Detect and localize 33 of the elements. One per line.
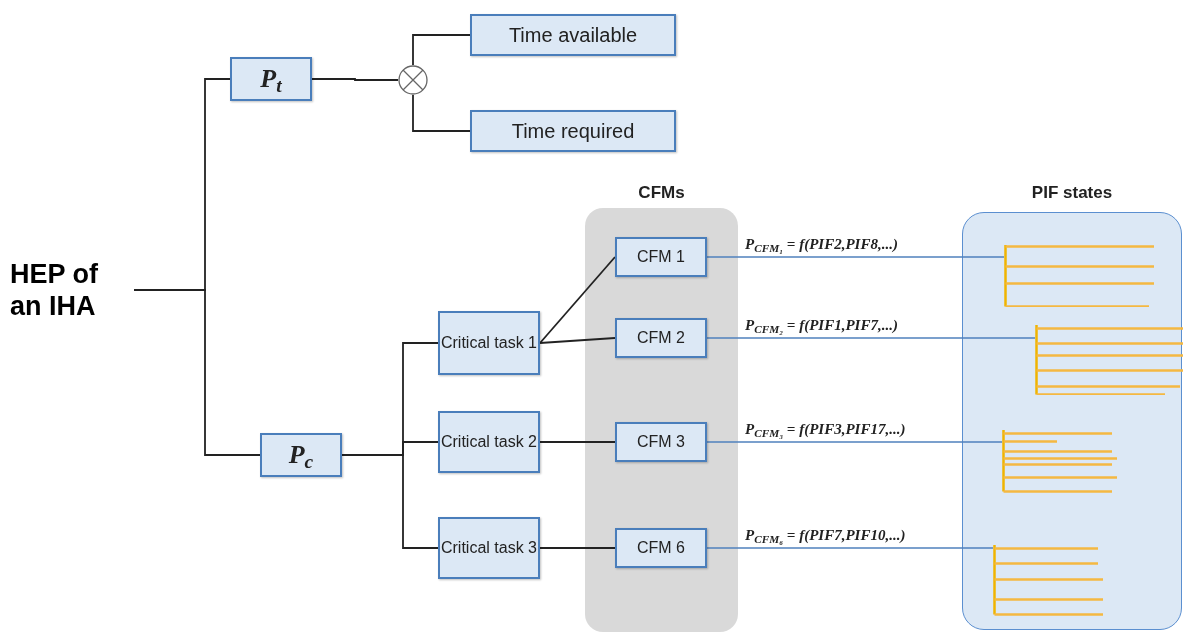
process-box: CFM 2 <box>615 318 707 358</box>
connector-line <box>311 78 399 81</box>
root-label: HEP of an IHA <box>10 258 134 322</box>
process-box: CFM 3 <box>615 422 707 462</box>
edge-label: P$_{CFM₃}$ = f(PIF3,PIF17,...) <box>745 420 906 438</box>
connector-line <box>341 454 439 549</box>
branch-lines-drawing <box>1035 325 1185 395</box>
process-box: Time required <box>470 110 676 152</box>
probability-box: P$_{t}$ <box>230 57 312 101</box>
connector-line <box>539 337 616 344</box>
edge-label: P$_{CFM₁}$ = f(PIF2,PIF8,...) <box>745 235 898 253</box>
group-heading: CFMs <box>637 182 686 204</box>
connector-line <box>539 256 616 344</box>
connector-line <box>706 441 1003 443</box>
process-box: Critical task 2 <box>438 411 540 473</box>
process-box: CFM 6 <box>615 528 707 568</box>
connector-line <box>539 547 616 549</box>
connector-line <box>412 34 471 66</box>
connector-line <box>412 94 471 132</box>
multiplication-circle <box>398 65 428 95</box>
group-heading: PIF states <box>1030 182 1114 204</box>
connector-line <box>706 256 1005 258</box>
edge-label: P$_{CFM₆}$ = f(PIF7,PIF10,...) <box>745 526 906 544</box>
edge-label: P$_{CFM₂}$ = f(PIF1,PIF7,...) <box>745 316 898 334</box>
connector-line <box>706 337 1036 339</box>
connector-line <box>706 547 994 549</box>
process-box: Critical task 3 <box>438 517 540 579</box>
process-box: CFM 1 <box>615 237 707 277</box>
connector-line <box>133 289 261 456</box>
process-box: Time available <box>470 14 676 56</box>
process-box: Critical task 1 <box>438 311 540 375</box>
connector-line <box>539 441 616 443</box>
probability-box: P$_{c}$ <box>260 433 342 477</box>
